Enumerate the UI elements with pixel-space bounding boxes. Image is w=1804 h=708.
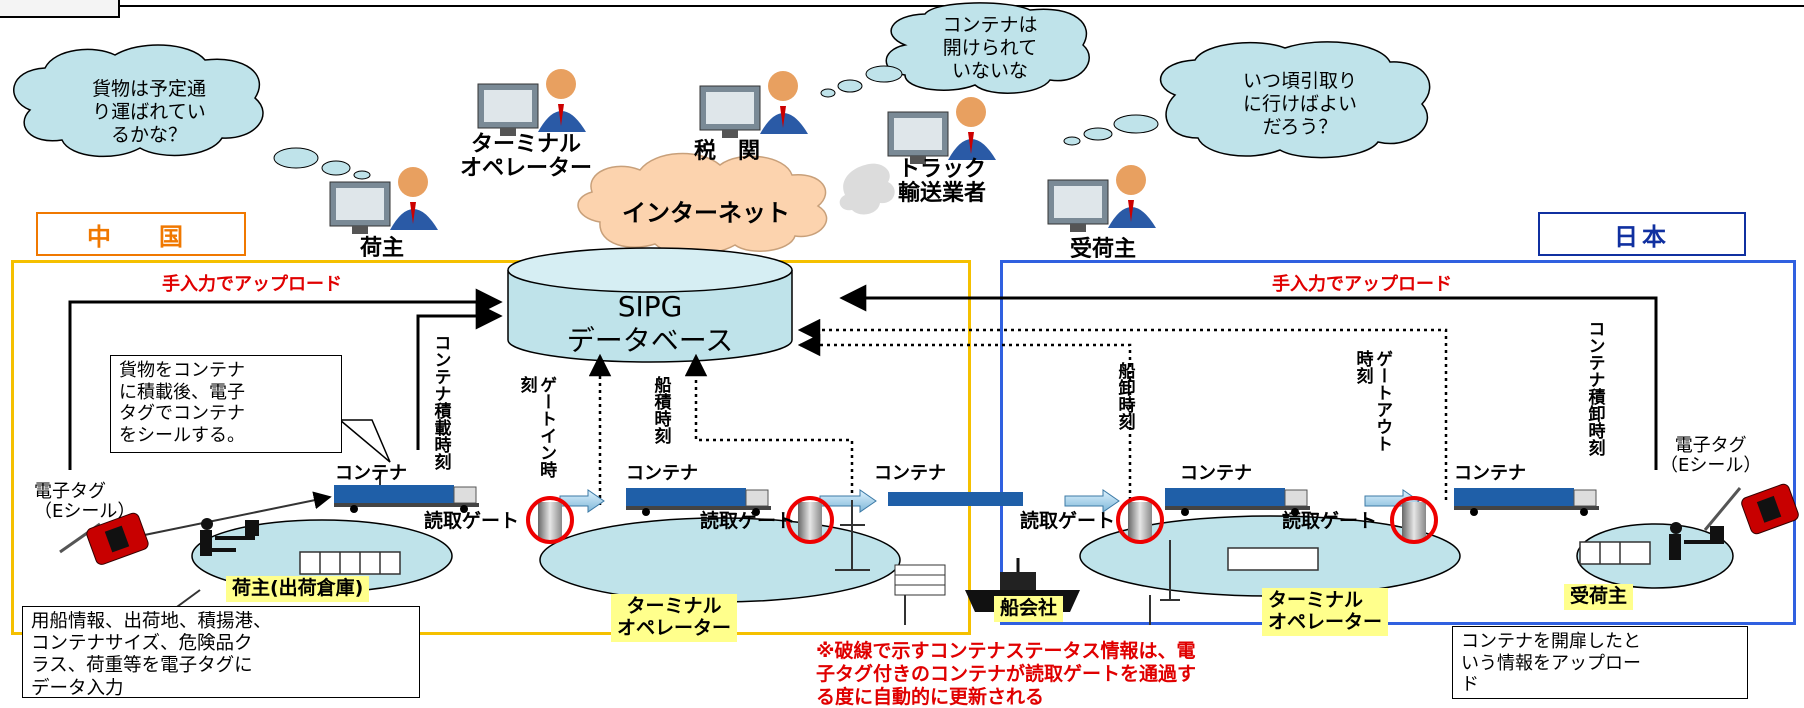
dock-icon [894,564,1151,625]
container-label: コンテナ [1180,463,1252,484]
container-label: コンテナ [874,463,946,484]
worker-icon-consignee [1669,522,1724,560]
read-gate-label: 読取ゲート [700,510,796,532]
bubble-text-customs: コンテナは 開けられて いないな [942,14,1038,82]
etag-icon-right [1703,483,1799,535]
database-title: SIPG [617,290,683,323]
container-label: コンテナ [1454,463,1526,484]
place-consignee: 受荷主 [1564,584,1634,610]
warehouse-icons [299,541,1651,575]
internet-cloud [577,152,895,256]
place-shipper-warehouse: 荷主(出荷倉庫) [226,576,370,602]
person-icon-truck [887,97,996,164]
person-icon-consignee [1047,165,1156,232]
status-dotted-arrows [588,318,1448,505]
etag-label-right: 電子タグ （Eシール） [1660,435,1762,476]
event-gate-out: ゲートアウト時刻 [1352,350,1393,452]
event-load: コンテナ積載時刻 [430,334,451,470]
person-icon-shipper [329,167,438,234]
data-input-note: 用船情報、出荷地、積揚港、 コンテナサイズ、危険品ク ラス、荷重等を電子タグに … [22,606,420,699]
person-icon-terminal [477,69,586,136]
japan-region-frame [1000,260,1796,625]
place-shipping-company: 船会社 [994,596,1064,622]
port-crane-icon [835,500,1180,601]
etag-icon-left [59,512,149,565]
read-gate-label: 読取ゲート [424,510,520,532]
worker-icon-shipper [200,518,259,556]
footnote: ※破線で示すコンテナステータス情報は、電 子タグ付きのコンテナが読取ゲートを通過… [816,640,1197,708]
internet-label: インターネット [622,199,790,227]
actor-customs: 税 関 [694,139,761,164]
database-icon [507,247,793,363]
thought-bubble-customs [820,2,1090,98]
manual-upload-left: 手入力でアップロード [162,274,342,295]
seal-note-pointer [337,419,391,463]
actor-shipper: 荷主 [360,236,405,261]
thought-bubble-shipper [13,44,371,180]
read-gate-label: 読取ゲート [1020,510,1116,532]
person-icon-customs [699,71,808,138]
actor-consignee: 受荷主 [1070,237,1137,262]
read-gate-label: 読取ゲート [1282,510,1378,532]
china-label: 中 国 [36,212,246,256]
bubble-text-shipper: 貨物は予定通 り運ばれてい るかな？ [91,78,206,146]
thought-bubble-consignee [1063,41,1431,159]
actor-truck: トラック 輸送業者 [898,157,987,207]
actor-terminal: ターミナル オペレーター [460,132,593,182]
seal-note: 貨物をコンテナ に積載後、電子 タグでコンテナ をシールする。 [110,355,342,453]
top-left-tab [0,0,120,18]
container-trucks [334,485,1599,516]
event-ship-unload: 船卸時刻 [1114,362,1135,430]
event-gate-in: ゲートイン時刻 [516,376,557,478]
etag-label-left: 電子タグ （Eシール） [34,481,136,522]
database-subtitle: データベース [566,324,734,357]
event-unload: コンテナ積卸時刻 [1584,320,1605,456]
place-terminal-cn: ターミナル オペレーター [611,594,738,642]
container-label: コンテナ [626,463,698,484]
bubble-text-consignee: いつ頃引取り に行けばよい だろう？ [1242,70,1357,138]
china-region-frame [11,260,971,635]
manual-upload-arrows [68,284,1658,470]
top-border [0,0,1804,7]
japan-label: 日本 [1538,212,1746,256]
place-terminal-jp: ターミナル オペレーター [1262,588,1389,636]
manual-upload-right: 手入力でアップロード [1272,274,1452,295]
container-label: コンテナ [335,463,407,484]
open-note: コンテナを開扉したと いう情報をアップロー ド [1452,626,1748,699]
read-gate-icons [526,496,1438,544]
event-ship-load: 船積時刻 [650,376,671,444]
